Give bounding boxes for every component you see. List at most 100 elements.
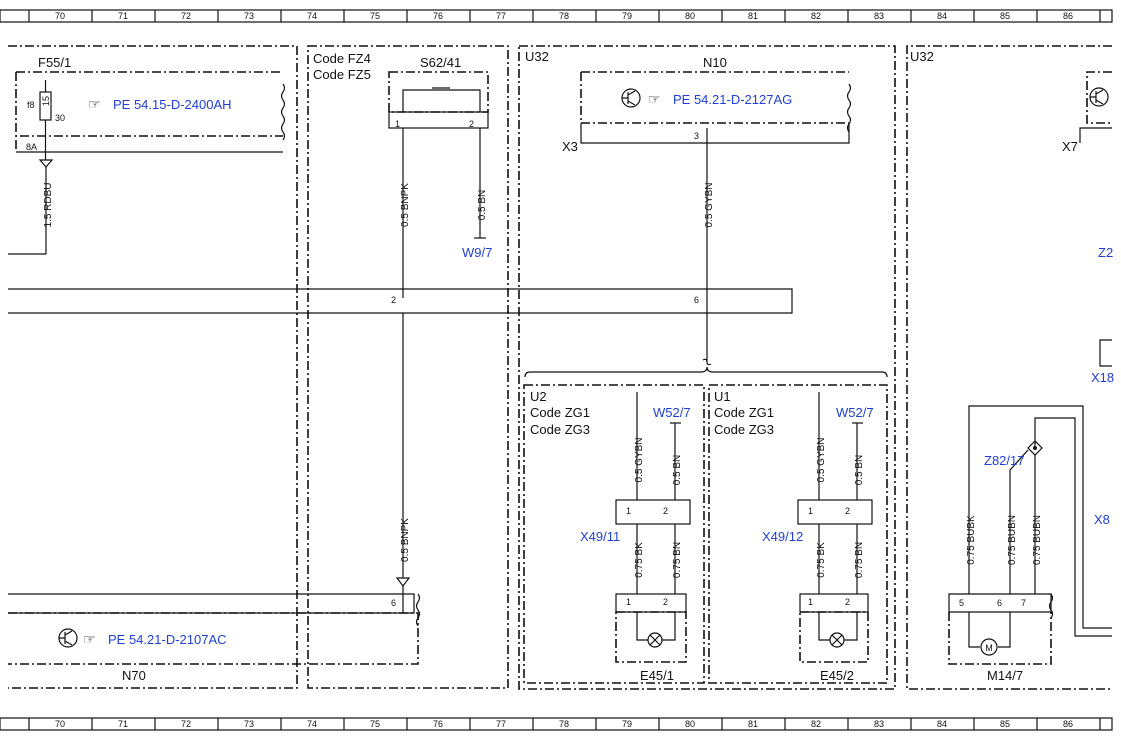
- z2-link[interactable]: Z2: [1098, 245, 1113, 260]
- m14-wire-bubn-2: 0.75 BUBN: [1032, 515, 1043, 565]
- e45-2-pin1: 1: [808, 597, 813, 607]
- u1-frame: [708, 384, 888, 684]
- m14-7-title: M14/7: [987, 668, 1023, 683]
- connector-arrow-icon: [38, 159, 54, 168]
- u2-wire-bn: 0.5 BN: [672, 455, 683, 486]
- ruler-tick: 79: [622, 11, 632, 21]
- e45-1-frame: [615, 611, 687, 663]
- x18-link[interactable]: X18: [1091, 370, 1114, 385]
- m14-pin5: 5: [959, 598, 964, 608]
- fuse-rating: 15: [41, 96, 51, 106]
- n70-wire-bnpk: 0.5 BNPK: [400, 518, 411, 562]
- f55-1-ref-link[interactable]: PE 54.15-D-2400AH: [113, 97, 232, 112]
- n10-ref-link[interactable]: PE 54.21-D-2127AG: [673, 92, 792, 107]
- u2-label: U2: [530, 389, 547, 404]
- n10-title: N10: [703, 55, 727, 70]
- s62-41-connector: [388, 111, 489, 129]
- break-mark: [1048, 593, 1054, 619]
- u2-code2: Code ZG3: [530, 422, 590, 437]
- ruler-tick: 74: [307, 719, 317, 729]
- manual-hand-icon[interactable]: ☞: [88, 96, 101, 112]
- w9-7-link[interactable]: W9/7: [462, 245, 492, 260]
- x49-11-pin2: 2: [663, 506, 668, 516]
- lamp-icon: [647, 632, 663, 648]
- motor-icon: [980, 638, 998, 656]
- ruler-tick: 86: [1063, 11, 1073, 21]
- break-mark: [415, 593, 421, 627]
- ruler-tick: 73: [244, 719, 254, 729]
- e45-1-title: E45/1: [640, 668, 674, 683]
- ruler-tick: 82: [811, 11, 821, 21]
- section-frame-u32-right: [906, 45, 1112, 690]
- m14-wire-bubk: 0.75 BUBK: [966, 515, 977, 565]
- wire-label-rdbu: 1.5 RDBU: [43, 182, 54, 227]
- f55-1-frame: [15, 71, 283, 152]
- ruler-tick: 72: [181, 11, 191, 21]
- n70-frame: [8, 612, 419, 665]
- x49-11-connector: [615, 499, 691, 525]
- ruler-tick: 74: [307, 11, 317, 21]
- manual-hand-icon[interactable]: ☞: [648, 91, 661, 107]
- m14-wire-bubn-1: 0.75 BUBN: [1007, 515, 1018, 565]
- u1-code1: Code ZG1: [714, 405, 774, 420]
- wire-label-gybn: 0.5 GYBN: [704, 182, 715, 227]
- u1-w52-link[interactable]: W52/7: [836, 405, 874, 420]
- brace: [524, 366, 888, 378]
- e45-1-pin2: 2: [663, 597, 668, 607]
- ruler-tick: 85: [1000, 11, 1010, 21]
- u32-right-label: U32: [910, 49, 934, 64]
- bus-pin-6: 6: [694, 295, 699, 305]
- s62-code2: Code FZ5: [313, 67, 371, 82]
- x49-11-link[interactable]: X49/11: [580, 529, 620, 544]
- section-frame-u32-left: [518, 45, 896, 690]
- x8-link[interactable]: X8: [1094, 512, 1110, 527]
- x49-12-link[interactable]: X49/12: [762, 529, 803, 544]
- n70-pin: 6: [391, 598, 396, 608]
- break-mark: [280, 83, 286, 141]
- ruler-tick: 73: [244, 11, 254, 21]
- f55-1-title: F55/1: [38, 55, 71, 70]
- u1-wire-gybn: 0.5 GYBN: [816, 437, 827, 482]
- connector-arrow-icon: [395, 577, 411, 587]
- bus-bar: [8, 288, 793, 314]
- m14-outer-wire: [968, 405, 1112, 629]
- s62-41-title: S62/41: [420, 55, 461, 70]
- u32-left-label: U32: [525, 49, 549, 64]
- x49-12-pin2: 2: [845, 506, 850, 516]
- m14-7-frame: [948, 612, 1052, 665]
- fuse-amp: 8A: [26, 142, 37, 152]
- u2-wire-bk075: 0.75 BK: [634, 542, 645, 578]
- switch-contact: [402, 89, 481, 112]
- n70-ref-link[interactable]: PE 54.21-D-2107AC: [108, 632, 227, 647]
- ruler-tick: 86: [1063, 719, 1073, 729]
- ruler-tick: 80: [685, 719, 695, 729]
- ruler-tick: 79: [622, 719, 632, 729]
- lamp-icon: [829, 632, 845, 648]
- ruler-tick: 78: [559, 11, 569, 21]
- z82-17-link[interactable]: Z82/17: [984, 453, 1024, 468]
- manual-hand-icon[interactable]: ☞: [83, 631, 96, 647]
- bottom-ruler: 70 71 72 73 74 75 76 77 78 79 80 81 82 8…: [0, 717, 1113, 731]
- ruler-tick: 77: [496, 719, 506, 729]
- u1-wire-bk075: 0.75 BK: [816, 542, 827, 578]
- ruler-tick: 84: [937, 11, 947, 21]
- u1-code2: Code ZG3: [714, 422, 774, 437]
- ruler-tick: 83: [874, 11, 884, 21]
- x3-connector: X3: [562, 139, 578, 154]
- e45-2-frame: [799, 611, 869, 663]
- break-mark: [702, 358, 712, 366]
- u32-right-module-frame: [1086, 71, 1112, 124]
- s62-41-frame: [388, 71, 489, 113]
- ruler-tick: 72: [181, 719, 191, 729]
- wire-label-bnpk: 0.5 BNPK: [400, 183, 411, 227]
- n10-pin: 3: [694, 131, 699, 141]
- s62-pin2: 2: [469, 119, 474, 129]
- u2-w52-link[interactable]: W52/7: [653, 405, 691, 420]
- ruler-tick: 85: [1000, 719, 1010, 729]
- ruler-tick: 70: [55, 719, 65, 729]
- ruler-tick: 83: [874, 719, 884, 729]
- ruler-tick: 76: [433, 11, 443, 21]
- ruler-tick: 82: [811, 719, 821, 729]
- e45-2-title: E45/2: [820, 668, 854, 683]
- u2-code1: Code ZG1: [530, 405, 590, 420]
